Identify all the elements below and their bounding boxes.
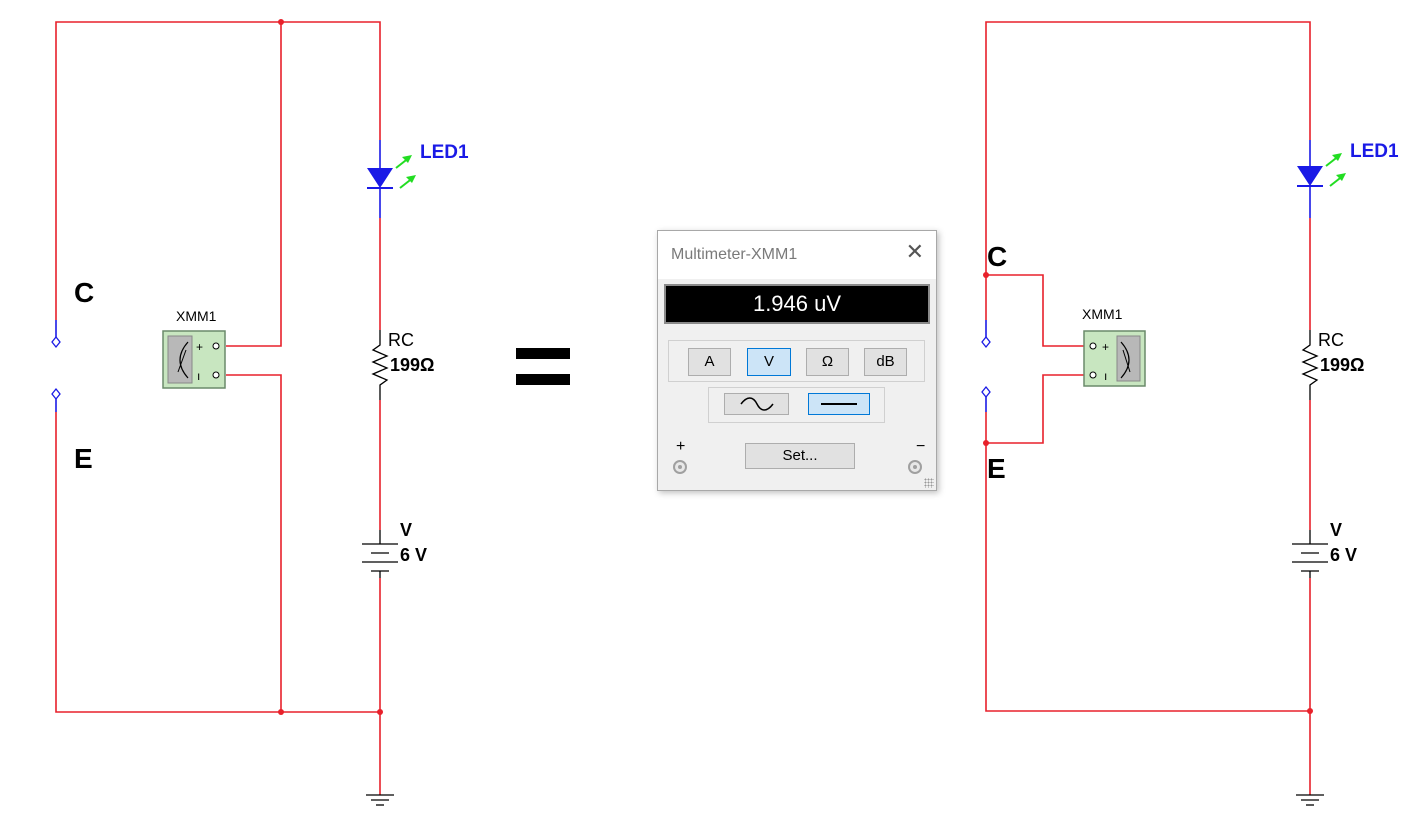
positive-terminal-label: + bbox=[676, 438, 686, 455]
equals-sign bbox=[516, 348, 570, 385]
right-wire-loop-top bbox=[985, 21, 1311, 275]
negative-terminal-label: − bbox=[916, 438, 926, 455]
left-circuit: C E XMM1 + ı LED1 bbox=[51, 19, 469, 806]
set-button[interactable]: Set... bbox=[745, 443, 855, 469]
svg-text:+: + bbox=[196, 340, 203, 354]
ammeter-button[interactable]: A bbox=[688, 348, 731, 376]
signal-type-group bbox=[708, 387, 885, 423]
resize-grip-icon[interactable] bbox=[924, 478, 934, 488]
multimeter-reading: 1.946 uV bbox=[664, 284, 930, 324]
right-wire-meter-minus bbox=[986, 374, 1084, 444]
right-source-value: 6 V bbox=[1330, 545, 1357, 565]
left-junction-bottom-mid bbox=[278, 709, 284, 715]
left-wire-loop-bottom bbox=[55, 412, 380, 713]
multimeter-window: Multimeter-XMM1 ✕ 1.946 uV A V Ω dB Set.… bbox=[657, 230, 937, 491]
left-ce-terminals bbox=[51, 320, 61, 412]
left-battery-symbol bbox=[362, 530, 398, 578]
right-wire-meter-plus bbox=[986, 274, 1084, 347]
right-source-name: V bbox=[1330, 520, 1342, 540]
left-junction-bottom-right bbox=[377, 709, 383, 715]
left-wire-meter-minus bbox=[226, 374, 282, 712]
right-led-symbol bbox=[1297, 140, 1346, 218]
left-ground-symbol bbox=[366, 794, 394, 806]
right-resistor-value: 199Ω bbox=[1320, 355, 1364, 375]
ac-button[interactable] bbox=[724, 393, 789, 415]
left-led-label: LED1 bbox=[420, 142, 469, 163]
right-junction-c bbox=[983, 272, 989, 278]
multimeter-title: Multimeter-XMM1 bbox=[671, 246, 798, 263]
left-node-c-label: C bbox=[74, 277, 94, 308]
left-wire-meter-plus bbox=[226, 22, 282, 347]
right-junction-bottom bbox=[1307, 708, 1313, 714]
dc-line-icon bbox=[821, 403, 857, 405]
right-ground-symbol bbox=[1296, 794, 1324, 806]
right-battery-symbol bbox=[1292, 530, 1328, 578]
left-meter-label: XMM1 bbox=[176, 308, 217, 324]
sine-wave-icon bbox=[739, 397, 774, 411]
positive-terminal[interactable] bbox=[673, 460, 687, 474]
svg-text:+: + bbox=[1102, 340, 1109, 354]
svg-text:ı: ı bbox=[197, 369, 200, 383]
left-multimeter-symbol[interactable]: XMM1 + ı bbox=[162, 308, 226, 389]
left-source-value: 6 V bbox=[400, 545, 427, 565]
right-node-e-label: E bbox=[987, 453, 1006, 484]
decibel-button[interactable]: dB bbox=[864, 348, 907, 376]
left-source-name: V bbox=[400, 520, 412, 540]
left-node-e-label: E bbox=[74, 443, 93, 474]
left-junction-top bbox=[278, 19, 284, 25]
multimeter-titlebar[interactable]: Multimeter-XMM1 ✕ bbox=[658, 231, 936, 279]
right-circuit: C E XMM1 + ı LED1 RC 19 bbox=[981, 21, 1399, 806]
negative-terminal[interactable] bbox=[908, 460, 922, 474]
right-resistor-name: RC bbox=[1318, 330, 1344, 350]
right-meter-label: XMM1 bbox=[1082, 306, 1123, 322]
right-led-label: LED1 bbox=[1350, 141, 1399, 162]
left-resistor-value: 199Ω bbox=[390, 355, 434, 375]
right-node-c-label: C bbox=[987, 241, 1007, 272]
dc-button[interactable] bbox=[808, 393, 870, 415]
right-ce-terminals bbox=[981, 320, 991, 412]
left-resistor-symbol bbox=[371, 330, 389, 400]
left-wire-loop bbox=[55, 21, 381, 320]
ohmmeter-button[interactable]: Ω bbox=[806, 348, 849, 376]
left-led-symbol bbox=[367, 140, 416, 218]
svg-text:ı: ı bbox=[1104, 369, 1107, 383]
measurement-mode-group bbox=[668, 340, 925, 382]
right-multimeter-symbol[interactable]: XMM1 + ı bbox=[1082, 306, 1146, 387]
close-icon[interactable]: ✕ bbox=[905, 239, 924, 264]
voltmeter-button[interactable]: V bbox=[747, 348, 791, 376]
right-wire-loop-bottom bbox=[985, 443, 1310, 712]
right-resistor-symbol bbox=[1301, 330, 1319, 400]
right-junction-e bbox=[983, 440, 989, 446]
left-resistor-name: RC bbox=[388, 330, 414, 350]
